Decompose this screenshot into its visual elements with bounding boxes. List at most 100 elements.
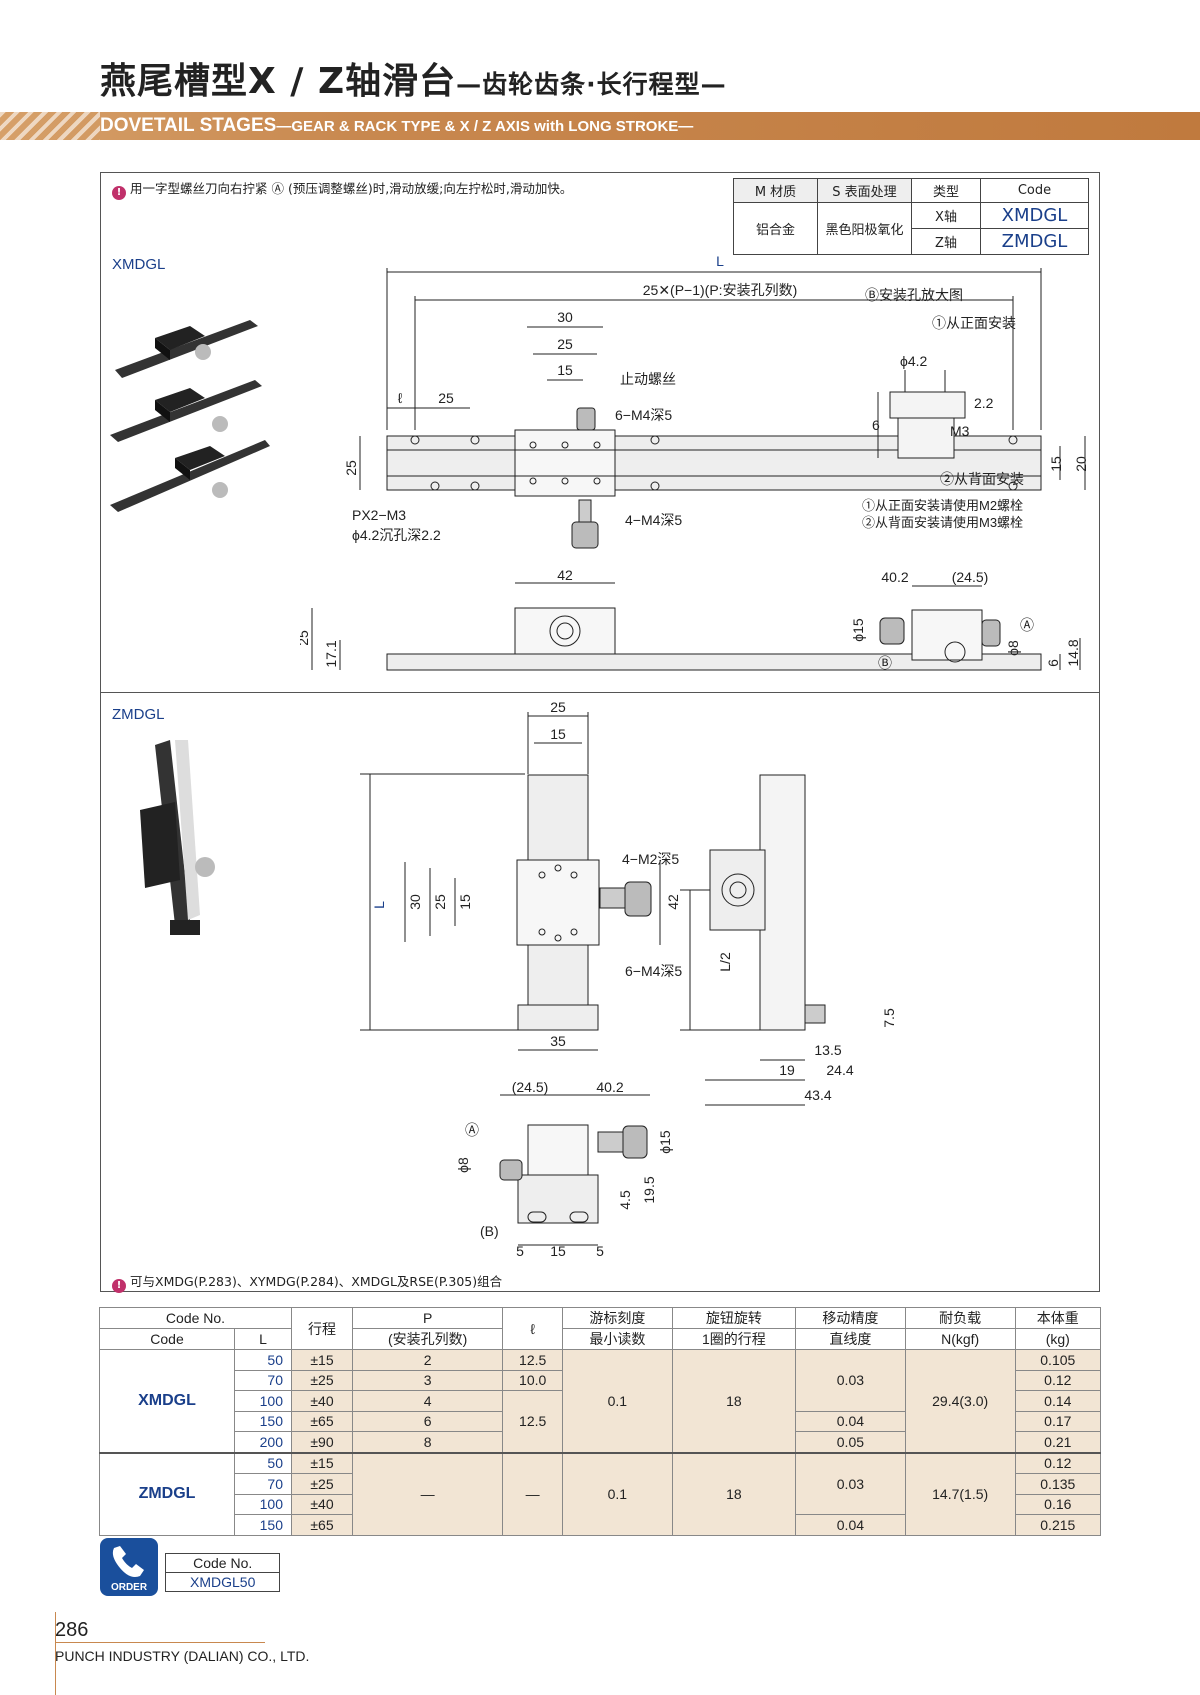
table-row: 150 ±65 6 0.04 0.17 bbox=[100, 1410, 1102, 1432]
z-b-phi8: ϕ8 bbox=[455, 1157, 471, 1173]
z-load: 14.7(1.5) bbox=[904, 1452, 1016, 1536]
row-weight: 0.105 bbox=[1014, 1349, 1102, 1371]
row-l: 12.5 bbox=[502, 1349, 563, 1371]
th-code: Code bbox=[99, 1328, 235, 1350]
table-row: XMDGL 50 ±15 2 12.5 0.1 18 0.03 29.4(3.0… bbox=[99, 1349, 1102, 1453]
x-dim-l: ℓ bbox=[398, 390, 403, 406]
x-detail-back: ②从背面安装 bbox=[940, 471, 1024, 487]
z-dim-75: 7.5 bbox=[881, 1008, 897, 1028]
table-row: 70 ±25 0.135 bbox=[100, 1473, 1102, 1495]
z-acc1: 0.03 bbox=[795, 1452, 906, 1515]
photo-stage-1 bbox=[115, 320, 258, 378]
row-P: 8 bbox=[351, 1431, 504, 1453]
material-header: M 材质 bbox=[733, 178, 818, 203]
type-x: X轴 bbox=[911, 202, 981, 229]
x-dim-h15: 15 bbox=[1048, 456, 1064, 472]
x-side-402: 40.2 bbox=[881, 569, 908, 585]
row-weight: 0.16 bbox=[1014, 1493, 1102, 1515]
z-b-phi15: ϕ15 bbox=[657, 1130, 673, 1154]
photo-stage-2 bbox=[110, 380, 262, 442]
x-dim-148: 14.8 bbox=[1065, 639, 1081, 666]
x-mark-b: Ⓑ bbox=[878, 655, 892, 671]
row-weight: 0.17 bbox=[1014, 1410, 1102, 1432]
th-l: ℓ bbox=[502, 1307, 563, 1350]
section-divider bbox=[100, 692, 1100, 693]
z-dim-244: 24.4 bbox=[826, 1062, 853, 1078]
row-L: 150 bbox=[234, 1514, 292, 1536]
x-acc2: 0.04 bbox=[795, 1410, 906, 1432]
material-table: M 材质 S 表面处理 类型 Code 铝合金 黑色阳极氧化 X轴 XMDGL … bbox=[733, 178, 1089, 255]
th-P2: (安装孔列数) bbox=[351, 1328, 504, 1350]
title-band bbox=[0, 112, 1200, 140]
zmdgl-photo bbox=[140, 740, 215, 935]
order-example: Code No. XMDGL50 bbox=[164, 1553, 281, 1592]
z-dim-25b: 25 bbox=[432, 894, 448, 910]
row-P: 4 bbox=[351, 1390, 504, 1412]
x-side-phi8: ϕ8 bbox=[1005, 640, 1021, 656]
x-cbore: ϕ4.2沉孔深2.2 bbox=[352, 527, 441, 543]
th-acc2: 直线度 bbox=[795, 1328, 906, 1350]
row-P: 2 bbox=[351, 1349, 504, 1371]
x-mark-a: Ⓐ bbox=[1020, 617, 1034, 633]
z-dim-19: 19 bbox=[779, 1062, 795, 1078]
x-dim-15: 15 bbox=[557, 362, 573, 378]
x-dim-171: 17.1 bbox=[323, 640, 339, 667]
row-weight: 0.135 bbox=[1014, 1473, 1102, 1495]
z-b-15: 15 bbox=[550, 1243, 566, 1259]
th-codeno: Code No. bbox=[99, 1307, 292, 1329]
row-L: 150 bbox=[234, 1410, 292, 1432]
z-code: ZMDGL bbox=[99, 1452, 235, 1536]
z-dim-35: 35 bbox=[550, 1033, 566, 1049]
row-stroke: ±25 bbox=[291, 1369, 353, 1391]
z-acc2: 0.04 bbox=[795, 1514, 906, 1536]
type-z: Z轴 bbox=[911, 228, 981, 255]
footer-vline bbox=[55, 1612, 56, 1695]
x-m4-6: 6−M4深5 bbox=[615, 407, 672, 423]
x-dim-42: 42 bbox=[557, 567, 573, 583]
row-weight: 0.21 bbox=[1014, 1431, 1102, 1453]
x-l-merged: 12.5 bbox=[502, 1390, 563, 1453]
th-acc: 移动精度 bbox=[795, 1307, 906, 1329]
drawing-frame bbox=[100, 172, 1100, 1292]
section-label-x: XMDGL bbox=[112, 256, 166, 273]
row-weight: 0.12 bbox=[1014, 1452, 1102, 1474]
z-dim-135: 13.5 bbox=[814, 1042, 841, 1058]
row-L: 50 bbox=[234, 1349, 292, 1371]
table-row: ZMDGL 50 ±15 — — 0.1 18 0.03 14.7(1.5) 0… bbox=[99, 1452, 1102, 1536]
th-knob2: 1圈的行程 bbox=[671, 1328, 797, 1350]
section-label-z: ZMDGL bbox=[112, 706, 165, 723]
x-dim-25a: 25 bbox=[557, 336, 573, 352]
z-dim-15b: 15 bbox=[457, 894, 473, 910]
z-dim-42: 42 bbox=[665, 894, 681, 910]
row-stroke: ±15 bbox=[291, 1349, 353, 1371]
x-detail-front: ①从正面安装 bbox=[932, 315, 1016, 331]
table-row: 100 ±40 0.16 bbox=[100, 1493, 1102, 1515]
xmdgl-photo bbox=[110, 320, 270, 512]
x-dim-25b: 25 bbox=[438, 390, 454, 406]
z-dim-L: L bbox=[371, 901, 387, 909]
x-dim-6: 6 bbox=[1045, 659, 1061, 667]
top-note: !用一字型螺丝刀向右拧紧 Ⓐ (预压调整螺丝)时,滑动放缓;向左拧松时,滑动加快… bbox=[112, 178, 572, 200]
photo-stage-3 bbox=[110, 440, 270, 512]
row-L: 50 bbox=[234, 1452, 292, 1474]
row-L: 100 bbox=[234, 1493, 292, 1515]
info-icon: ! bbox=[112, 1279, 126, 1293]
th-P: P bbox=[351, 1307, 504, 1329]
z-mark-a: Ⓐ bbox=[465, 1122, 479, 1138]
x-detail-note2: ②从背面安装请使用M3螺栓 bbox=[862, 515, 1023, 530]
zmdgl-drawing: 25 15 L 30 25 15 4−M2深5 6−M4深5 42 35 L/2… bbox=[360, 700, 897, 1259]
page-title: 燕尾槽型X / Z轴滑台—齿轮齿条·长行程型— bbox=[100, 61, 727, 102]
x-dim-L: L bbox=[716, 253, 724, 269]
x-vernier: 0.1 bbox=[561, 1349, 673, 1453]
x-dim-30: 30 bbox=[557, 309, 573, 325]
material-value: 铝合金 bbox=[733, 202, 818, 255]
x-code: XMDGL bbox=[99, 1349, 235, 1453]
x-side-245: (24.5) bbox=[952, 569, 989, 585]
z-dim-25: 25 bbox=[550, 700, 566, 715]
z-dim-30: 30 bbox=[407, 894, 423, 910]
code-x: XMDGL bbox=[980, 202, 1089, 229]
row-stroke: ±25 bbox=[291, 1473, 353, 1495]
row-stroke: ±15 bbox=[291, 1452, 353, 1474]
row-stroke: ±65 bbox=[291, 1514, 353, 1536]
surface-value: 黑色阳极氧化 bbox=[817, 202, 912, 255]
